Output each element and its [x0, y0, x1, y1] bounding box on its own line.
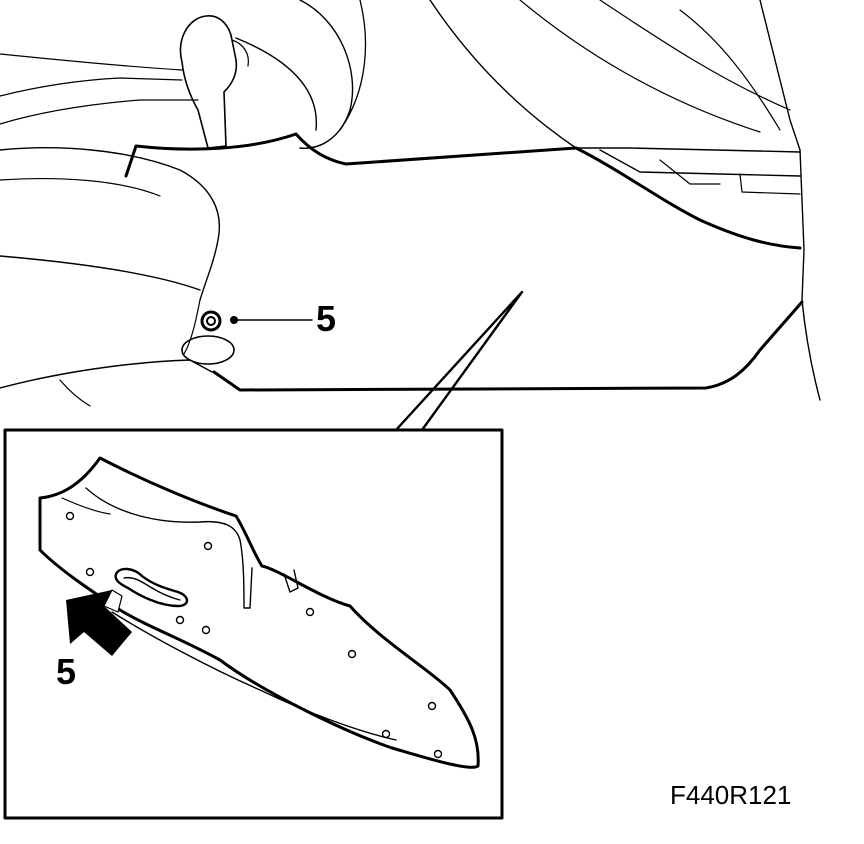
inset-pointer-lines	[394, 290, 524, 432]
console-top-line	[0, 53, 183, 71]
inset-pointer	[394, 290, 524, 432]
callout-label-inset: 5	[56, 651, 77, 692]
trim-panel-inner-edge	[85, 487, 253, 609]
console-top-line-3	[0, 99, 199, 125]
seat-adjust-knob	[181, 335, 235, 365]
screw-inner	[206, 316, 216, 326]
floor-panel-upper	[574, 146, 802, 250]
mounting-hole	[381, 729, 391, 739]
gear-lever-shadow	[231, 39, 249, 67]
console-rear-arc	[299, 0, 354, 149]
door-sill-step-2	[659, 159, 721, 185]
inset-frame	[3, 428, 504, 820]
door-frame-edge	[429, 0, 577, 149]
mounting-hole	[65, 511, 75, 521]
mounting-hole	[433, 749, 443, 759]
rocker-panel	[799, 149, 821, 401]
door-sill-step	[599, 149, 801, 177]
b-pillar-2	[679, 9, 781, 131]
trim-panel-lower-edge	[111, 611, 397, 741]
console-top-line-2	[0, 77, 183, 97]
mounting-hole	[427, 701, 437, 711]
mounting-hole	[201, 625, 211, 635]
seat-base	[0, 359, 213, 389]
direction-arrow-shade	[103, 589, 123, 613]
seat-cushion-front	[0, 255, 201, 291]
b-pillar	[759, 0, 801, 151]
gear-lever	[179, 15, 238, 149]
mounting-hole	[85, 567, 95, 577]
callout-dot	[230, 316, 238, 324]
door-sill-right	[575, 147, 801, 153]
door-frame-curve-2	[599, 0, 791, 111]
floor-panel-lower	[212, 300, 804, 392]
console-side-curve	[235, 37, 317, 131]
direction-arrow	[66, 590, 132, 656]
callout-label-top: 5	[316, 298, 337, 339]
figure-code: F440R121	[670, 780, 792, 810]
mounting-hole	[347, 649, 357, 659]
seat-cushion	[0, 147, 220, 301]
trim-panel	[38, 456, 480, 769]
mounting-hole	[305, 607, 315, 617]
mounting-hole	[203, 541, 213, 551]
door-frame-curve	[519, 0, 761, 133]
seat-cushion-crease	[0, 177, 161, 197]
door-sill-step-3	[739, 173, 801, 195]
trim-panel-slot	[114, 567, 189, 608]
interior-scene	[0, 0, 821, 407]
console-band	[124, 132, 578, 178]
console-rim	[339, 0, 367, 131]
seat-base-2	[59, 379, 91, 407]
trim-panel-slot-inner	[123, 576, 181, 601]
trim-panel-outline	[38, 456, 480, 769]
screw-outer	[200, 310, 222, 332]
trim-panel-top-groove	[61, 497, 111, 515]
seat-side	[183, 299, 201, 355]
trim-panel-notch	[283, 569, 299, 593]
mounting-hole	[175, 615, 185, 625]
